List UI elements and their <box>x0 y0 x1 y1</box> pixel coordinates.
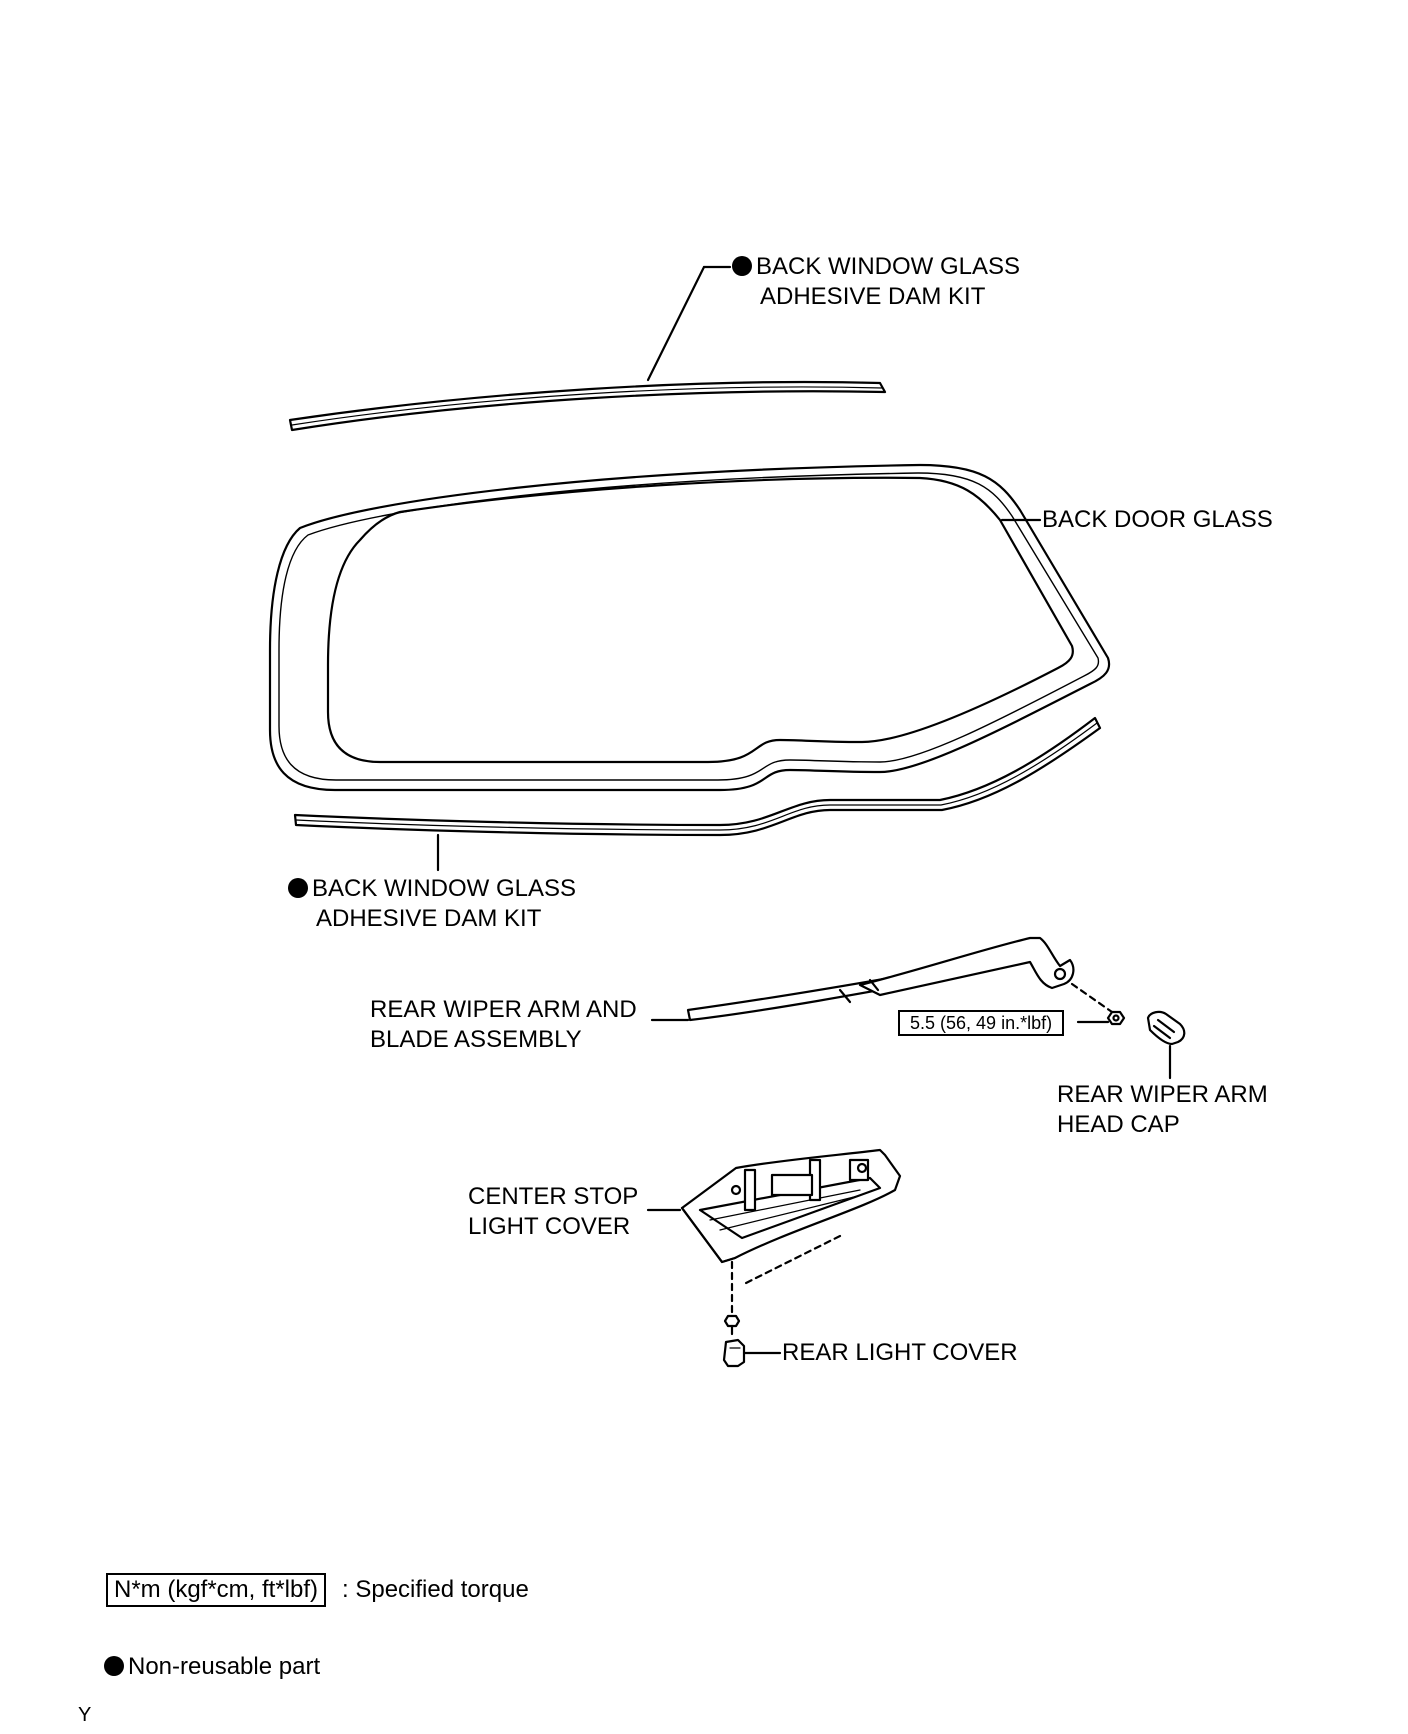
nonreusable-dot-icon <box>288 878 308 898</box>
upper-dam-strip <box>288 380 887 432</box>
footer-code: Y <box>78 1704 92 1726</box>
label-center-stop-light-cover: CENTER STOP LIGHT COVER <box>468 1183 639 1240</box>
light-cover-dash-lines <box>730 1234 842 1314</box>
legend-nonreusable: Non-reusable part <box>104 1652 320 1682</box>
label-wiper-head-cap: REAR WIPER ARM HEAD CAP <box>1057 1081 1268 1138</box>
label-dam-kit-upper: BACK WINDOW GLASS ADHESIVE DAM KIT <box>732 252 1020 312</box>
wiper-nut-dash <box>1070 982 1114 1014</box>
label-rear-light-cover: REAR LIGHT COVER <box>782 1339 1018 1366</box>
label-wiper-arm: REAR WIPER ARM AND BLADE ASSEMBLY <box>370 996 637 1053</box>
label-dam-kit-lower: BACK WINDOW GLASS ADHESIVE DAM KIT <box>288 874 576 934</box>
lower-dam-strip <box>293 716 1102 837</box>
upper-dam-leader <box>646 265 706 382</box>
label-back-door-glass: BACK DOOR GLASS <box>1042 506 1273 533</box>
wiper-nut <box>1106 1010 1126 1026</box>
torque-spec-box: 5.5 (56, 49 in.*lbf) <box>898 1010 1065 1036</box>
nonreusable-dot-icon <box>732 256 752 276</box>
wiper-head-cap-shape <box>1146 1010 1186 1046</box>
center-stop-light-cover-shape <box>680 1148 902 1264</box>
screw <box>723 1314 741 1336</box>
legend-torque-box: N*m (kgf*cm, ft*lbf) <box>106 1573 327 1607</box>
nonreusable-dot-icon <box>104 1656 124 1676</box>
wiper-arm-shape <box>686 936 1075 1022</box>
back-door-glass-shape <box>268 463 1111 792</box>
rear-light-cover-shape <box>722 1338 746 1368</box>
legend-torque-desc: : Specified torque <box>342 1576 529 1603</box>
